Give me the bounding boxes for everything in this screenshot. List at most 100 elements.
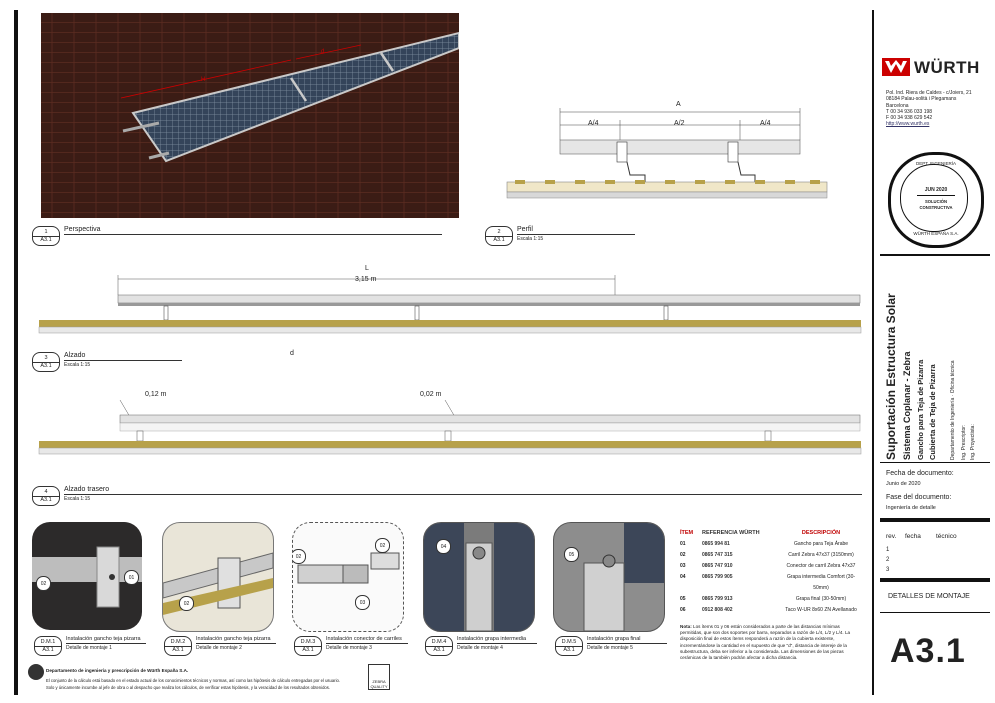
detail-sub: Detalle de montaje 1 [66, 645, 112, 651]
perspective-render: H d [41, 13, 459, 218]
elevation-view [35, 265, 865, 348]
detail-image-5: 05 [553, 522, 665, 632]
view-scale: Escala 1:15 [64, 496, 91, 502]
header-desc: DESCRIPCIÓN [801, 530, 841, 536]
zebra-quality-logo: ZEBRA QUALITY [368, 664, 390, 690]
dim-gap-2: 0,02 m [420, 391, 442, 398]
callout: 03 [355, 595, 370, 610]
detail-sub: Detalle de montaje 3 [326, 645, 372, 651]
rev-row: 2 [886, 557, 890, 563]
dim-A4-left: A/4 [588, 120, 599, 127]
rev-list: 1 2 3 [886, 545, 889, 575]
project-title: Suportación Estructura Solar [884, 293, 898, 460]
project-hook: Gancho para Teja de Pizarra [916, 359, 925, 460]
detail-image-1: 01 02 [32, 522, 142, 630]
right-border [872, 10, 874, 695]
header-ref: REFERENCIA WÜRTH [702, 530, 760, 536]
detail-image-2: 02 [162, 522, 274, 632]
view-title: Alzado [64, 352, 182, 361]
view-title: Alzado trasero [64, 486, 862, 495]
rev-header: rev. [886, 533, 897, 540]
footer-dept: Departamento de ingeniería y prescripció… [46, 668, 189, 673]
view-title: Perspectiva [64, 226, 442, 235]
view-scale: Escala 1:15 [64, 362, 91, 368]
svg-text:H: H [201, 77, 205, 83]
project-system: Sistema Coplanar - Zebra [902, 351, 912, 460]
callout: 01 [124, 570, 139, 585]
doc-phase-value: Ingeniería de detalle [886, 505, 936, 511]
divider [880, 518, 990, 522]
detail-title: Instalación grapa intermedia [457, 636, 537, 644]
rev-date-header: fecha [905, 533, 921, 540]
items-note: Nota: Los ítems 01 y 06 están considerad… [680, 624, 851, 661]
detail-sub: Detalle de montaje 4 [457, 645, 503, 651]
detail-title: Instalación conector de carriles [326, 636, 408, 644]
stamp-bottom-text: WÜRTH ESPAÑA S.A. [913, 231, 959, 236]
company-website-link[interactable]: http://www.wurth.es [886, 121, 930, 128]
stamp-top-text: DEPT. INGENIERÍA [915, 161, 956, 166]
project-ing-2: Ing. Proyectista: [970, 424, 976, 460]
divider [880, 254, 990, 256]
dim-A2: A/2 [674, 120, 685, 127]
project-ing-1: Ing. Prescriptor: [961, 424, 967, 460]
dim-A4-right: A/4 [760, 120, 771, 127]
stamp-date: JUN 2020 [924, 187, 948, 193]
dim-d: d [290, 350, 294, 357]
rev-row: 3 [886, 567, 890, 573]
detail-title: Instalación gancho teja pizarra [196, 636, 276, 644]
rev-row: 1 [886, 547, 890, 553]
detail-sub: Detalle de montaje 2 [196, 645, 242, 651]
callout: 02 [375, 538, 390, 553]
wurth-logo-icon [882, 58, 910, 76]
sheet-number: A3.1 [890, 632, 966, 670]
project-dept: Departamento de Ingeniería · Oficina téc… [950, 360, 956, 461]
dim-length: 3,15 m [355, 276, 377, 283]
footer-disclaimer-1: El conjunto de la cálculo está basado en… [46, 678, 340, 683]
callout: 02 [36, 576, 51, 591]
user-icon [28, 664, 44, 680]
divider [880, 462, 990, 463]
header-item: ÍTEM [680, 530, 694, 536]
profile-view [505, 100, 835, 210]
project-roof: Cubierta de Teja de Pizarra [928, 364, 937, 460]
detail-image-4: 04 [423, 522, 535, 632]
approval-stamp: DEPT. INGENIERÍA JUN 2020 SOLUCIÓN CONST… [888, 152, 984, 248]
stamp-line-1: SOLUCIÓN [924, 199, 948, 204]
brand-wordmark: WÜRTH [914, 58, 980, 77]
detail-image-3: 02 02 03 [292, 522, 404, 632]
callout: 02 [179, 596, 194, 611]
doc-phase-label: Fase del documento: [886, 494, 952, 501]
detail-title: Instalación gancho teja pizarra [66, 636, 146, 644]
stamp-line-2: CONSTRUCTIVA [919, 205, 953, 210]
rev-tech-header: técnico [936, 533, 957, 540]
footer-disclaimer-2: Solo y únicamente incumbe al jefe de obr… [46, 685, 330, 690]
rear-elevation-view [35, 395, 865, 465]
dim-gap-1: 0,12 m [145, 391, 167, 398]
callout: 05 [564, 547, 579, 562]
company-address: Pol. Ind. Riera de Caldes - c/Joiers, 21… [886, 90, 986, 128]
divider [880, 578, 990, 582]
